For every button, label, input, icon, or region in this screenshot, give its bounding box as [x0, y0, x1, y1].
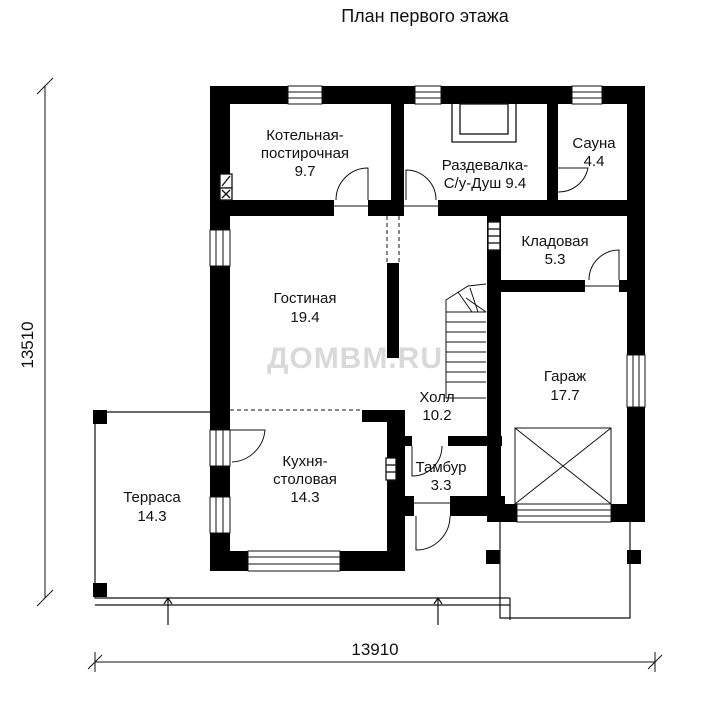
car-pit-icon — [514, 427, 612, 505]
room-name: С/у-Душ 9.4 — [444, 175, 527, 192]
room-area: 3.3 — [431, 477, 452, 494]
room-hall: Холл 10.2 — [419, 389, 454, 424]
window-kitchen-side — [209, 496, 231, 534]
door-sauna — [557, 167, 589, 193]
door-terrace — [230, 429, 266, 463]
room-name: Сауна — [572, 135, 616, 152]
wall-right — [627, 86, 645, 522]
room-garage: Гараж 17.7 — [544, 368, 586, 404]
entry-arrow-head — [163, 596, 173, 605]
door-vestibule — [411, 436, 448, 477]
door-boiler — [334, 167, 369, 216]
fixtures — [219, 103, 612, 505]
room-terrace: Терраса 14.3 — [123, 489, 181, 525]
porch-post — [486, 550, 500, 564]
room-name: Терраса — [123, 489, 181, 506]
door-entrance — [414, 496, 451, 551]
room-living: Гостиная 19.4 — [274, 290, 337, 326]
room-sauna: Сауна 4.4 — [572, 135, 616, 170]
radiator-icon — [385, 457, 397, 481]
window-terrace-door — [209, 429, 231, 467]
room-name: Кладовая — [521, 233, 588, 250]
room-area: 14.3 — [137, 508, 166, 525]
wall-boiler-changing — [391, 86, 404, 216]
dim-height-label: 13510 — [18, 321, 37, 368]
dimension-lines — [36, 77, 663, 672]
window-boiler — [287, 85, 323, 105]
wall-living-hall — [387, 263, 399, 358]
terrace — [93, 410, 641, 625]
room-labels: Котельная- постирочная 9.7 Раздевалка- С… — [123, 127, 616, 525]
room-name: Гостиная — [274, 290, 337, 307]
porch-post — [627, 550, 641, 564]
room-name: Раздевалка- — [442, 157, 528, 174]
terrace-post — [93, 583, 107, 597]
window-living — [209, 229, 231, 267]
entry-arrow-head — [433, 596, 443, 605]
room-area: 14.3 — [290, 489, 319, 506]
room-area: 5.3 — [545, 251, 566, 268]
room-name: Кухня- — [282, 453, 327, 470]
window-kitchen-bottom — [247, 550, 341, 572]
terrace-post — [93, 410, 107, 424]
door-storage — [585, 249, 620, 292]
garage-gate — [516, 503, 612, 523]
room-boiler: Котельная- постирочная 9.7 — [261, 127, 349, 180]
staircase-icon — [445, 283, 487, 399]
room-name: постирочная — [261, 145, 349, 162]
plan-title: План первого этажа — [341, 6, 510, 26]
room-name: Котельная- — [266, 127, 344, 144]
radiator-icon — [487, 221, 501, 251]
doors — [230, 167, 620, 551]
wall-kitchen-top-stub — [362, 410, 402, 422]
shower-tray-icon — [451, 103, 517, 143]
window-hall-top — [414, 85, 442, 105]
window-garage — [626, 354, 646, 408]
room-area: 4.4 — [584, 153, 605, 170]
room-changing: Раздевалка- С/у-Душ 9.4 — [442, 157, 528, 192]
room-area: 10.2 — [422, 407, 451, 424]
garage-driveway — [499, 522, 631, 619]
room-area: 17.7 — [550, 387, 579, 404]
watermark: ДОМВМ.RU — [267, 342, 443, 375]
wall-changing-sauna — [547, 86, 558, 216]
room-kitchen: Кухня- столовая 14.3 — [273, 453, 337, 506]
open-partitions — [230, 216, 400, 411]
door-changing — [404, 169, 438, 216]
wall-storage-garage — [487, 280, 645, 292]
room-name: Гараж — [544, 368, 586, 385]
room-vestibule: Тамбур 3.3 — [416, 459, 467, 494]
room-area: 19.4 — [290, 309, 319, 326]
room-name: Холл — [419, 389, 454, 406]
room-storage: Кладовая 5.3 — [521, 233, 588, 268]
terrace-outline — [94, 411, 510, 599]
windows — [209, 85, 646, 572]
boiler-icon — [219, 173, 233, 201]
room-name: Тамбур — [416, 459, 467, 476]
wall-kitchen-right — [387, 410, 405, 571]
dim-width-label: 13910 — [351, 640, 398, 659]
window-sauna — [571, 85, 603, 105]
room-name: столовая — [273, 471, 337, 488]
room-area: 9.7 — [295, 163, 316, 180]
